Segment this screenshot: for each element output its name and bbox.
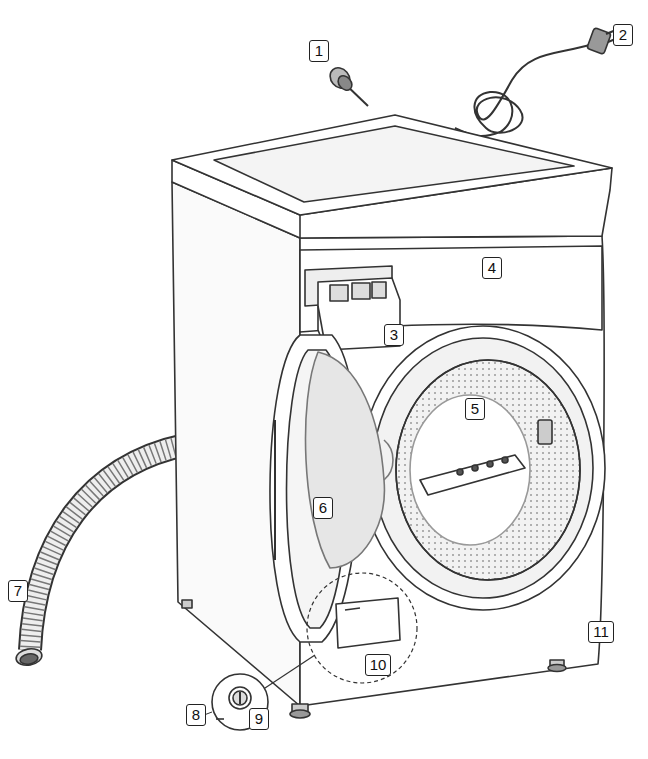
- callout-number: 3: [384, 324, 404, 346]
- top-cover: [172, 115, 612, 215]
- callout-number: 11: [588, 621, 614, 643]
- drum-lifter: [420, 455, 525, 495]
- filter-cover: [336, 598, 400, 648]
- callout-number: 10: [365, 654, 391, 676]
- power-cord: [455, 28, 618, 137]
- callout-number: 2: [613, 24, 633, 46]
- drum-opening: [361, 326, 605, 610]
- callout-number: 5: [465, 398, 485, 420]
- callout-number: 9: [249, 708, 269, 730]
- drain-hose: [15, 445, 185, 667]
- top-glass: [214, 126, 574, 202]
- leveling-feet: [182, 600, 566, 718]
- callout-number: 1: [309, 40, 329, 62]
- door: [270, 335, 393, 642]
- callout-number: 8: [186, 704, 206, 726]
- detail-circle: [307, 573, 417, 683]
- filter-detail-inset: [196, 674, 268, 730]
- callout-number: 7: [8, 580, 28, 602]
- front-panel: [300, 236, 604, 706]
- callout-number: 6: [313, 497, 333, 519]
- transit-bolt: [326, 64, 368, 106]
- callout-number: 4: [482, 257, 502, 279]
- minus-symbol: [216, 718, 224, 720]
